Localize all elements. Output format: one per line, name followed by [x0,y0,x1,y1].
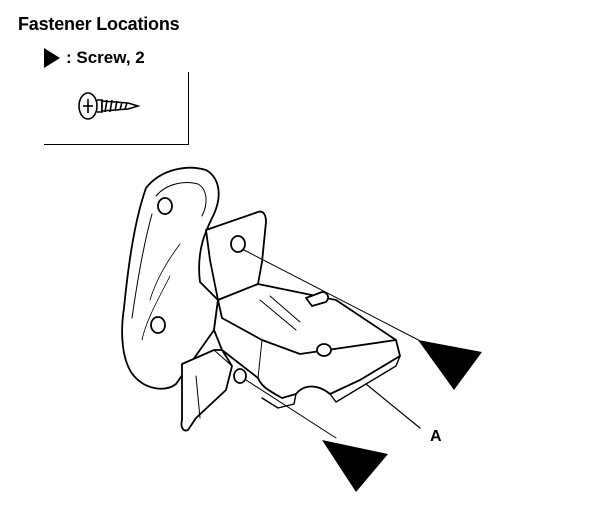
legend-label: : Screw, 2 [66,48,145,67]
plate-hole-upper [157,197,173,215]
bracket-hole-arm [316,343,332,357]
triangle-marker-icon [418,340,482,390]
legend-box [44,72,189,145]
page-title: Fastener Locations [18,14,180,34]
bracket-hole-upper [230,235,246,253]
legend-row: : Screw, 2 [44,48,145,68]
triangle-marker-icon [322,440,388,492]
triangle-marker-icon [44,48,60,68]
screw-icon [78,92,141,120]
bracket-lower-flange [180,349,233,432]
plate-hole-lower [150,316,166,334]
callout-label-a: A [430,428,442,445]
bracket-hole-lower [233,368,247,384]
